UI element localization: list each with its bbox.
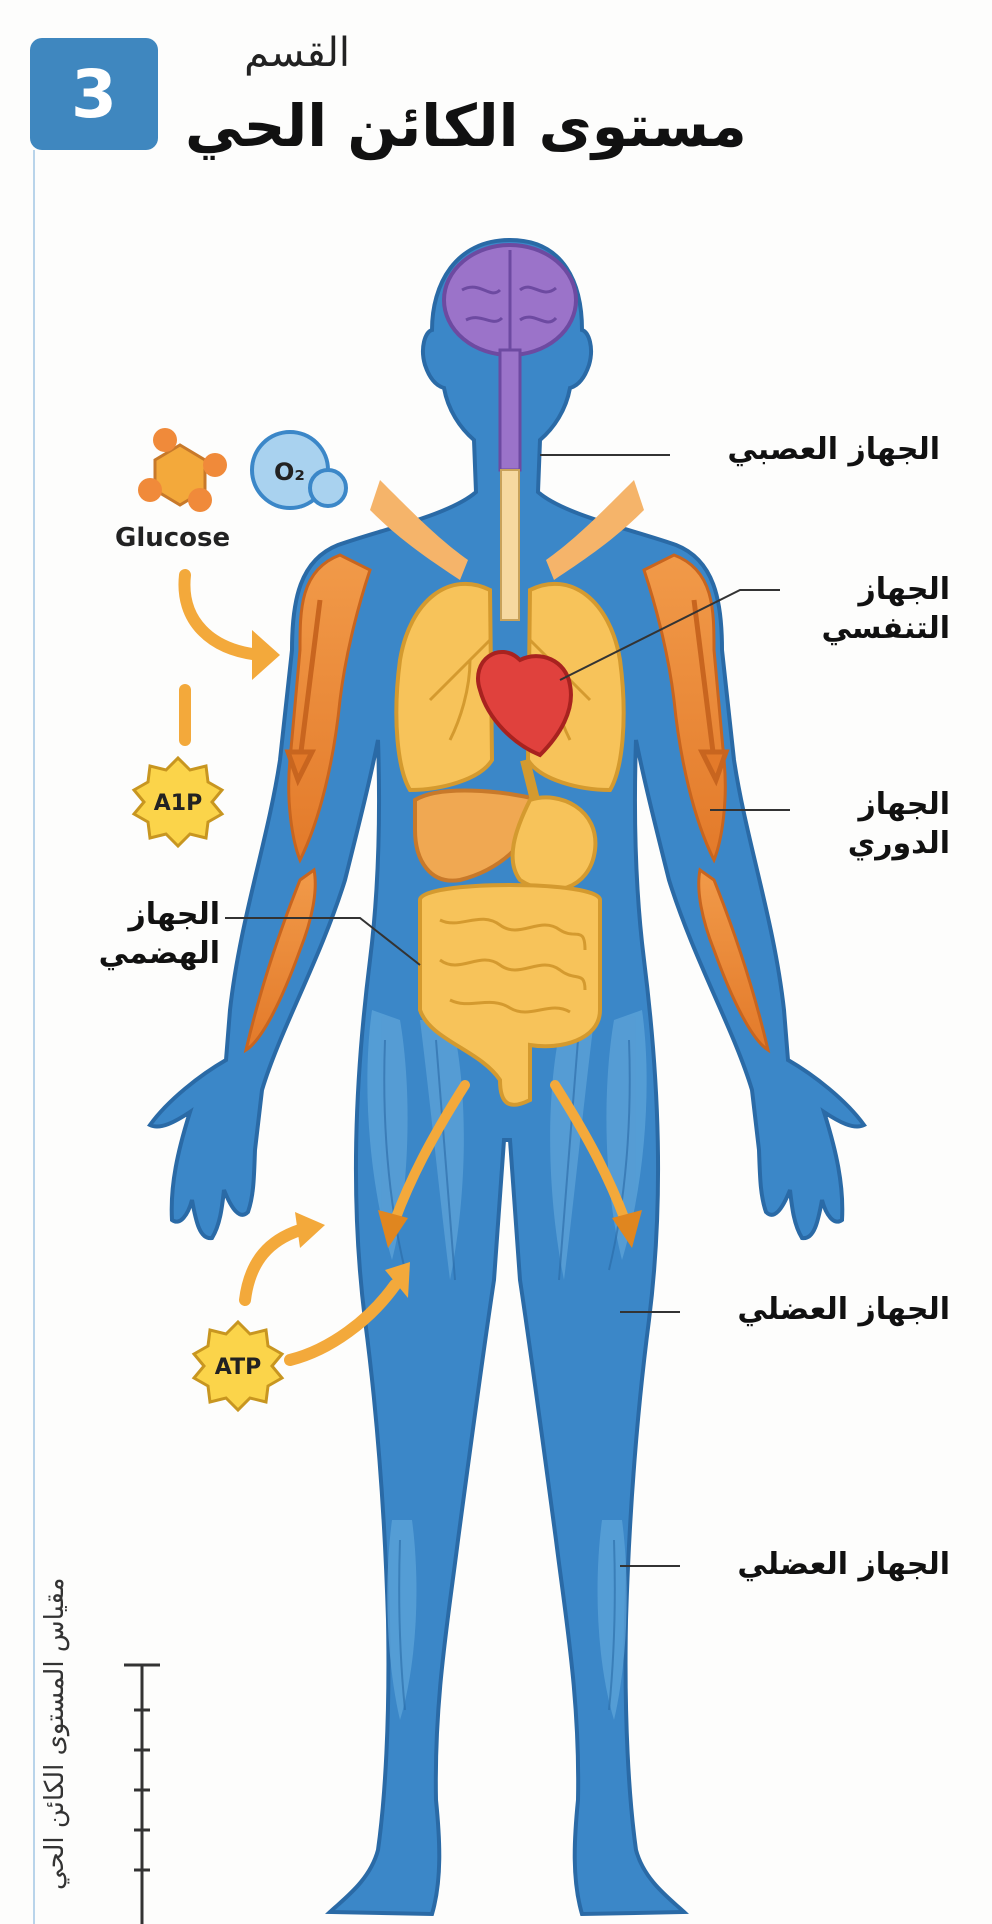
- glucose-label: Glucose: [115, 523, 230, 553]
- scale-label: مقياس المستوى الكائن الحي: [40, 1578, 70, 1890]
- scale-ruler: [124, 1665, 160, 1924]
- atp-label-top: A1P: [154, 791, 202, 816]
- atp-badge-bottom: ATP: [194, 1322, 282, 1410]
- label-respiratory-system: الجهاز التنفسي: [790, 570, 950, 648]
- label-muscular-system-lower: الجهاز العضلي: [690, 1545, 950, 1584]
- glucose-molecule: Glucose: [115, 428, 230, 553]
- label-nervous-system: الجهاز العصبي: [680, 430, 940, 469]
- label-digestive-system: الجهاز الهضمي: [60, 895, 220, 973]
- atp-badge-top: A1P: [134, 758, 222, 846]
- glucose-arrow: [184, 575, 280, 740]
- atp-label-bottom: ATP: [215, 1355, 261, 1380]
- oxygen-label: O₂: [274, 458, 305, 486]
- label-circulatory-system: الجهاز الدوري: [800, 785, 950, 863]
- label-muscular-system-upper: الجهاز العضلي: [690, 1290, 950, 1329]
- oxygen-molecule: O₂: [252, 432, 346, 508]
- spinal-cord: [501, 470, 519, 620]
